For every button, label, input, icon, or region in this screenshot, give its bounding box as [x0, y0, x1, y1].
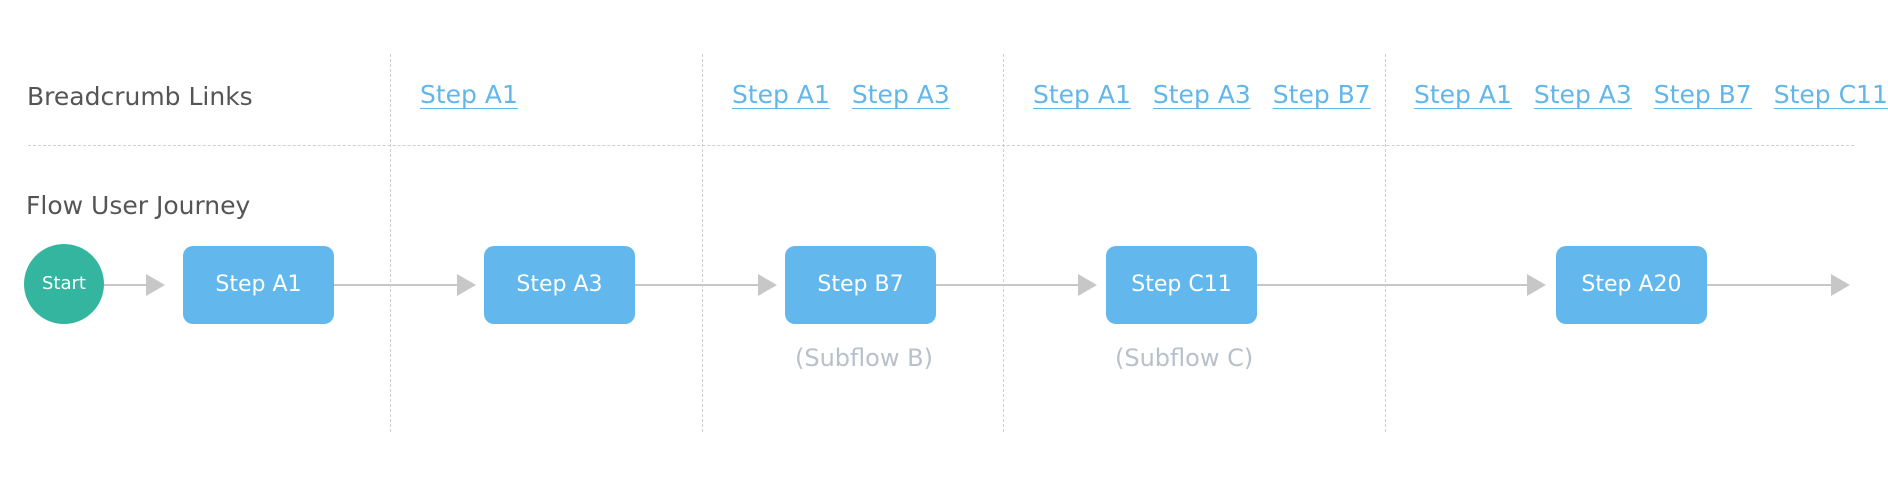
connector-line: [1257, 284, 1529, 286]
breadcrumb-link-step-a1[interactable]: Step A1: [1414, 80, 1512, 109]
connector-line: [104, 284, 148, 286]
connector-line: [936, 284, 1080, 286]
connector-line: [1707, 284, 1833, 286]
flow-section-title: Flow User Journey: [26, 191, 251, 220]
breadcrumb-link-step-a3[interactable]: Step A3: [851, 80, 950, 109]
start-node: Start: [24, 244, 104, 324]
breadcrumb-row-1: Step A1: [420, 82, 518, 107]
arrowhead: [758, 274, 777, 296]
arrowhead: [1078, 274, 1097, 296]
column-divider-3: [1003, 54, 1004, 432]
arrowhead: [1831, 274, 1850, 296]
breadcrumb-link-step-c11[interactable]: Step C11: [1773, 80, 1888, 109]
breadcrumb-row-2: Step A1 Step A3: [732, 82, 950, 107]
connector-line: [334, 284, 459, 286]
breadcrumb-link-step-a3[interactable]: Step A3: [1152, 80, 1251, 109]
breadcrumb-section-title: Breadcrumb Links: [27, 82, 253, 111]
breadcrumb-link-step-a3[interactable]: Step A3: [1533, 80, 1632, 109]
breadcrumb-row-4: Step A1 Step A3 Step B7 Step C11: [1414, 82, 1888, 107]
breadcrumb-link-step-a1[interactable]: Step A1: [420, 80, 518, 109]
step-a1-node: Step A1: [183, 246, 334, 324]
step-b7-node: Step B7: [785, 246, 936, 324]
breadcrumb-row-3: Step A1 Step A3 Step B7: [1033, 82, 1371, 107]
section-divider: [28, 145, 1854, 146]
arrowhead: [1527, 274, 1546, 296]
breadcrumb-link-step-a1[interactable]: Step A1: [732, 80, 830, 109]
subflow-b-label: (Subflow B): [795, 344, 933, 372]
arrowhead: [457, 274, 476, 296]
breadcrumb-link-step-a1[interactable]: Step A1: [1033, 80, 1131, 109]
column-divider-1: [390, 54, 391, 432]
step-a20-node: Step A20: [1556, 246, 1707, 324]
subflow-c-label: (Subflow C): [1115, 344, 1254, 372]
step-c11-node: Step C11: [1106, 246, 1257, 324]
column-divider-4: [1385, 54, 1386, 432]
column-divider-2: [702, 54, 703, 432]
breadcrumb-link-step-b7[interactable]: Step B7: [1272, 80, 1371, 109]
arrowhead: [146, 274, 165, 296]
breadcrumb-link-step-b7[interactable]: Step B7: [1653, 80, 1752, 109]
step-a3-node: Step A3: [484, 246, 635, 324]
connector-line: [635, 284, 760, 286]
